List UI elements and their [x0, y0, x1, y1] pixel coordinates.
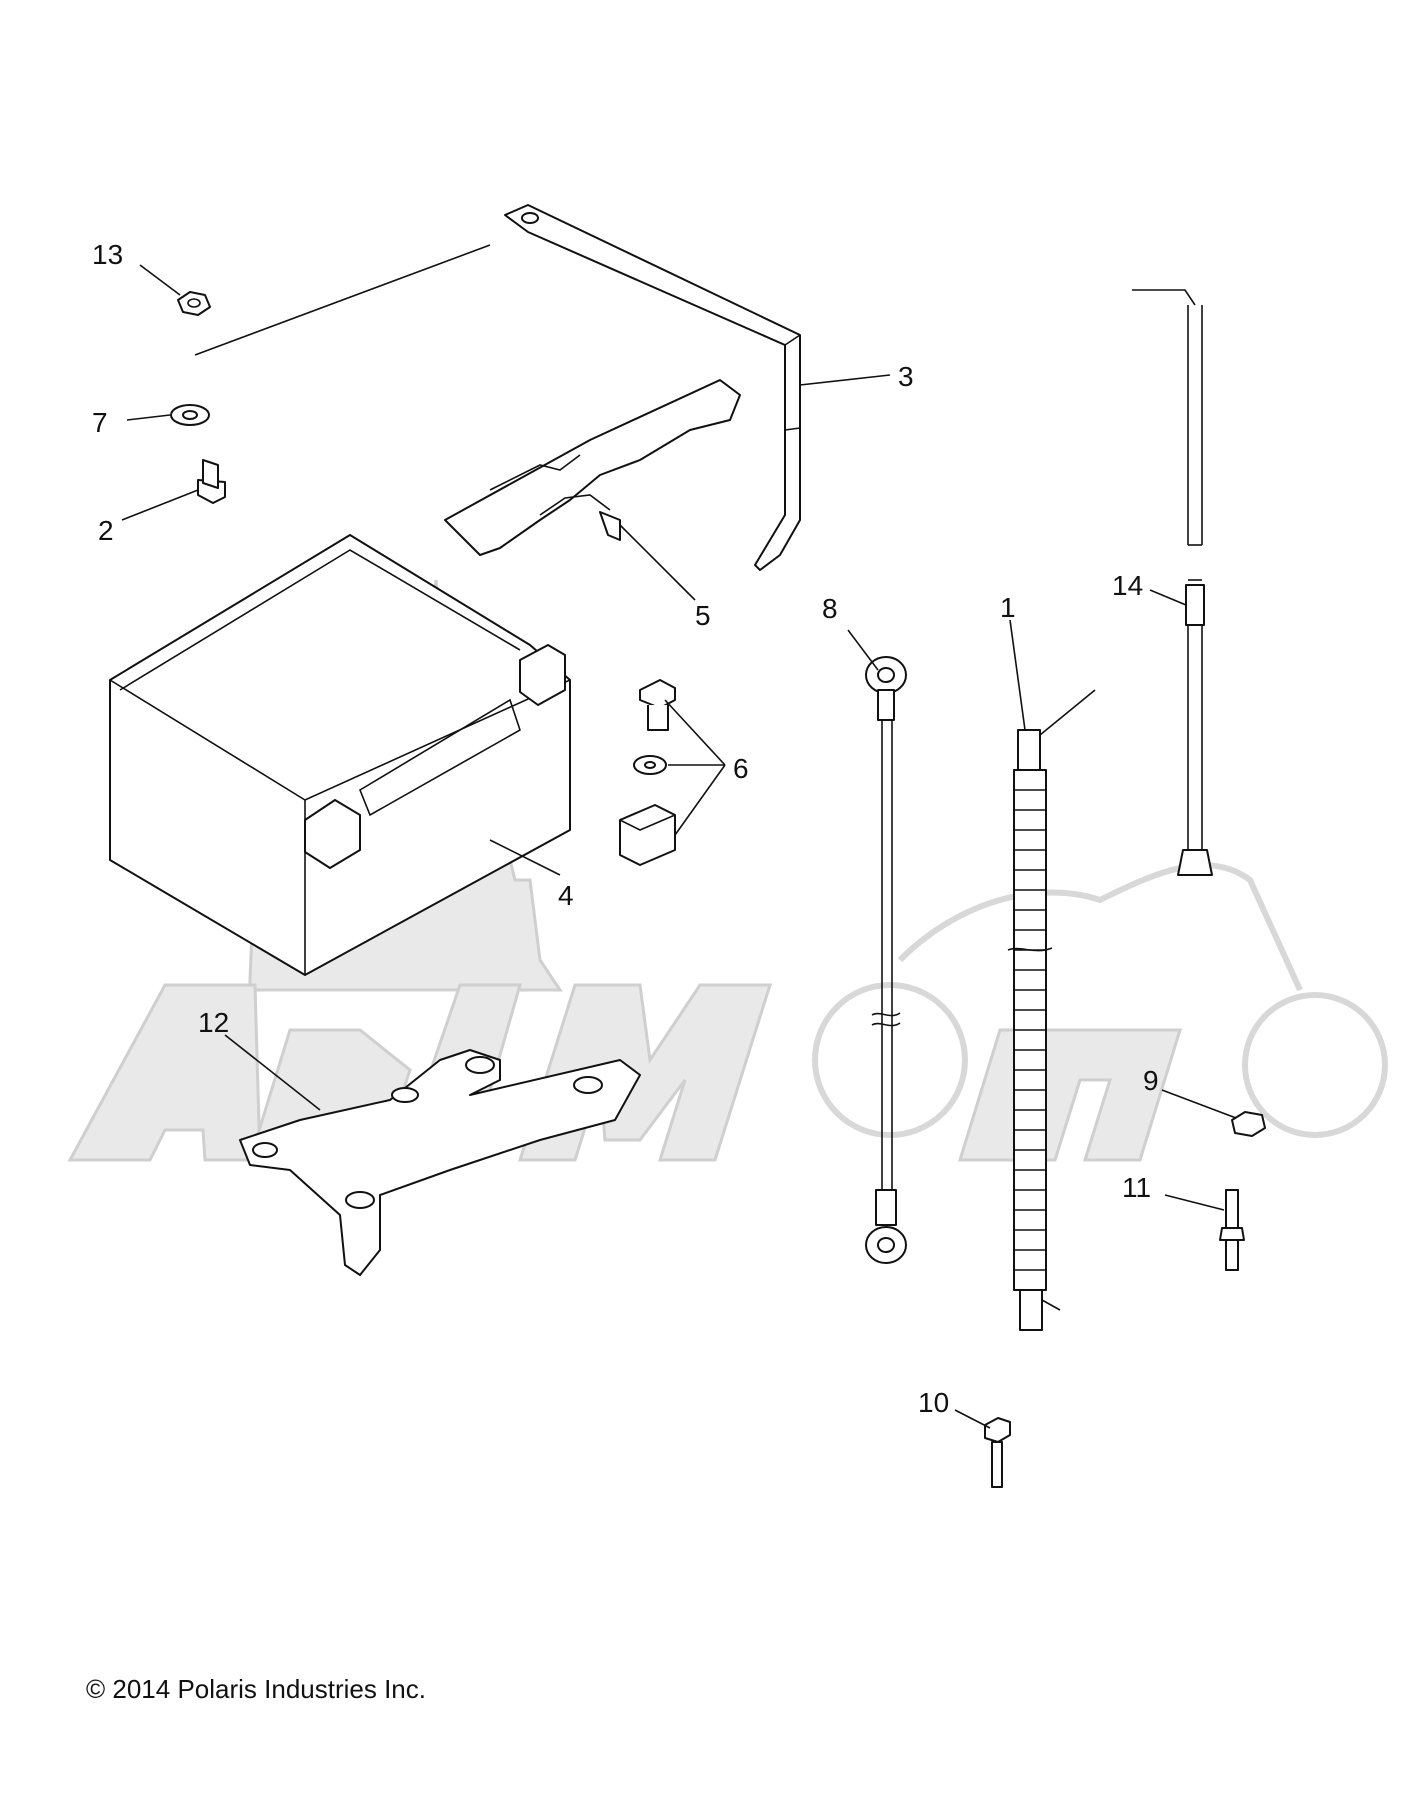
- hardware-kit: [619, 679, 676, 866]
- flange-nut: [1231, 1111, 1266, 1137]
- washer: [170, 404, 210, 426]
- bolt: [197, 459, 226, 504]
- shoulder-bolt: [1219, 1189, 1245, 1271]
- callout-12: 12: [198, 1007, 229, 1038]
- callout-13: 13: [92, 239, 123, 270]
- callout-6: 6: [733, 753, 749, 784]
- positive-cable: [1007, 689, 1096, 1331]
- flange-bolt: [984, 1417, 1011, 1488]
- battery-hold-plate: [444, 379, 741, 556]
- callout-5: 5: [695, 600, 711, 631]
- callout-3: 3: [898, 361, 914, 392]
- callout-14: 14: [1112, 570, 1143, 601]
- callout-labels: 13 7 2 3 5 6 4 8 1 14 9 11 12 10: [92, 239, 1159, 1418]
- callout-4: 4: [558, 880, 574, 911]
- callout-9: 9: [1143, 1065, 1159, 1096]
- battery: [109, 534, 571, 976]
- hex-nut: [177, 291, 211, 316]
- callout-1: 1: [1000, 592, 1016, 623]
- battery-strap-bracket: [504, 204, 801, 571]
- callout-2: 2: [98, 515, 114, 546]
- callout-8: 8: [822, 593, 838, 624]
- callout-11: 11: [1122, 1172, 1151, 1203]
- vent-tube: [1132, 289, 1213, 876]
- copyright-notice: © 2014 Polaris Industries Inc.: [86, 1674, 426, 1704]
- battery-base-bracket: [239, 1049, 641, 1276]
- callout-7: 7: [92, 407, 108, 438]
- callout-10: 10: [918, 1387, 949, 1418]
- leader-lines: [121, 244, 1237, 1429]
